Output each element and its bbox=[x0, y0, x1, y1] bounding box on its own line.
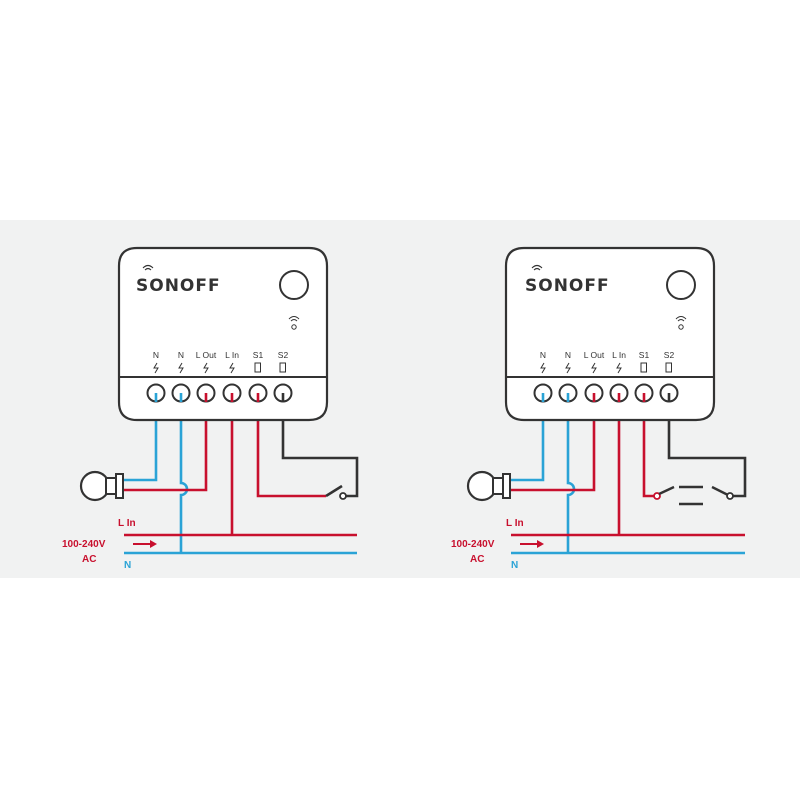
bulb-icon bbox=[79, 470, 124, 502]
terminal-label: L In bbox=[225, 350, 239, 360]
brand-logo: SONOFF bbox=[525, 276, 610, 296]
brand-wifi-icon bbox=[531, 264, 543, 271]
switch-input-icon bbox=[640, 362, 647, 373]
input-arrow-icon bbox=[520, 540, 544, 548]
wire-lout-to-bulb bbox=[124, 396, 208, 492]
diagram-right: L In 100-240V AC N SONOFF N N L Out L In… bbox=[451, 246, 747, 571]
terminal-label: S1 bbox=[639, 350, 650, 360]
lightning-icon bbox=[565, 362, 571, 374]
wifi-led-icon bbox=[288, 316, 300, 330]
terminal-label: N bbox=[540, 350, 546, 360]
pairing-button bbox=[279, 270, 309, 300]
terminal-label: S2 bbox=[278, 350, 289, 360]
lightning-icon bbox=[616, 362, 622, 374]
terminal-label: L Out bbox=[196, 350, 217, 360]
voltage-label: 100-240V bbox=[451, 539, 495, 550]
terminal-label: N bbox=[565, 350, 571, 360]
switch-2 bbox=[711, 485, 734, 500]
wire-s1-to-switch bbox=[256, 396, 326, 498]
wire-neutral-to-bulb bbox=[511, 396, 545, 482]
brand-logo: SONOFF bbox=[136, 276, 221, 296]
input-arrow-icon bbox=[133, 540, 157, 548]
lightning-icon bbox=[203, 362, 209, 374]
sonoff-device: SONOFF N N L Out L In S1 S2 bbox=[117, 246, 329, 422]
terminal-label: S1 bbox=[253, 350, 264, 360]
diagram-left: L In 100-240V AC N SONOFF N N L Out bbox=[62, 246, 359, 571]
terminal-screws bbox=[533, 383, 679, 403]
live-label: L In bbox=[118, 518, 136, 529]
wire-s2-to-switch bbox=[281, 396, 359, 498]
lightning-icon bbox=[591, 362, 597, 374]
terminal-label: N bbox=[153, 350, 159, 360]
neutral-label: N bbox=[511, 560, 518, 571]
terminal-label: L Out bbox=[584, 350, 605, 360]
wire-neutral-to-bulb bbox=[124, 396, 158, 482]
sonoff-device: SONOFF N N L Out L In S1 S2 bbox=[504, 246, 716, 422]
lightning-icon bbox=[178, 362, 184, 374]
ac-label: AC bbox=[82, 554, 96, 565]
terminal-label: S2 bbox=[664, 350, 675, 360]
switch-input-icon bbox=[279, 362, 286, 373]
wifi-led-icon bbox=[675, 316, 687, 330]
voltage-label: 100-240V bbox=[62, 539, 106, 550]
lightning-icon bbox=[229, 362, 235, 374]
switch-input-icon bbox=[665, 362, 672, 373]
switch-1 bbox=[653, 485, 703, 506]
wire-s1-to-switch bbox=[642, 396, 654, 498]
ac-label: AC bbox=[470, 554, 484, 565]
brand-wifi-icon bbox=[142, 264, 154, 271]
terminal-label: L In bbox=[612, 350, 626, 360]
pairing-button bbox=[666, 270, 696, 300]
wire-lout-to-bulb bbox=[511, 396, 596, 492]
neutral-label: N bbox=[124, 560, 131, 571]
live-label: L In bbox=[506, 518, 524, 529]
bulb-icon bbox=[466, 470, 511, 502]
lightning-icon bbox=[153, 362, 159, 374]
switch-input-icon bbox=[254, 362, 261, 373]
terminal-label: N bbox=[178, 350, 184, 360]
switch-contact bbox=[339, 492, 347, 500]
switch-lever bbox=[325, 484, 343, 498]
lightning-icon bbox=[540, 362, 546, 374]
wire-s2-to-switch bbox=[667, 396, 747, 498]
